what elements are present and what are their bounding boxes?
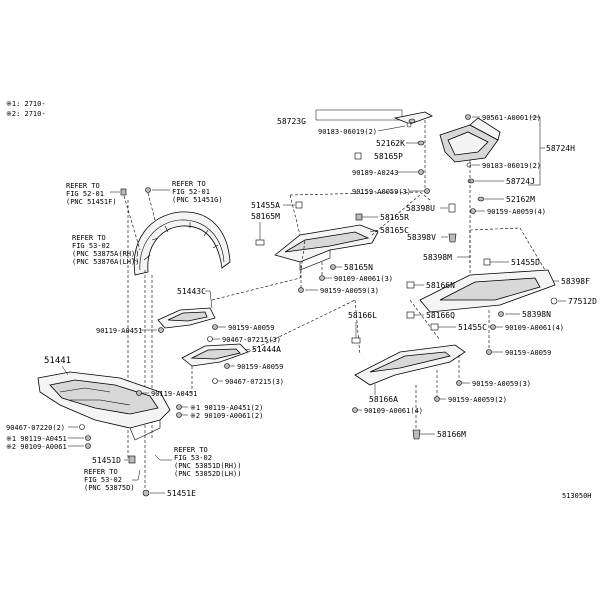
- label-90109-a0061-4-b[interactable]: 90109-A0061(4): [364, 407, 423, 415]
- label-52162k[interactable]: 52162K: [376, 139, 405, 148]
- label-58165p[interactable]: 58165P: [374, 152, 403, 161]
- label-90561-a0001-2[interactable]: 90561-A0001(2): [482, 114, 541, 122]
- label-51441[interactable]: 51441: [44, 356, 71, 366]
- label-58398f[interactable]: 58398F: [561, 277, 590, 286]
- catalog-code: 513050H: [562, 492, 592, 500]
- label-90159-a0059-3-b[interactable]: 90159-A0059(3): [320, 287, 379, 295]
- label-58398u[interactable]: 58398U: [406, 204, 435, 213]
- label-58398n[interactable]: 58398N: [522, 310, 551, 319]
- part-51444a-panel: [181, 343, 249, 367]
- part-51441-under-cover: [37, 371, 171, 441]
- label-58165n[interactable]: 58165N: [344, 263, 373, 272]
- label-90159-a0059-3-a[interactable]: 90159-A0059(3): [352, 188, 411, 196]
- part-fender-liner: [133, 211, 231, 276]
- ref1-line2[interactable]: FIG 52-01: [66, 190, 104, 198]
- label-58165c[interactable]: 58165C: [380, 226, 409, 235]
- label-58166l[interactable]: 58166L: [348, 311, 377, 320]
- label-51455c[interactable]: 51455C: [458, 323, 487, 332]
- ref4-line1[interactable]: REFER TO: [174, 446, 208, 454]
- label-90159-a0059-2[interactable]: 90159-A0059(2): [448, 396, 507, 404]
- label-51451d[interactable]: 51451D: [92, 456, 121, 465]
- label-90189-a0243[interactable]: 90189-A0243: [352, 169, 398, 177]
- legend-line-2: ※2: 2710-: [6, 110, 46, 118]
- ref4-line3[interactable]: (PNC 53851D(RH)): [174, 462, 241, 470]
- label-58398v[interactable]: 58398V: [407, 233, 436, 242]
- label-90159-a0059-a[interactable]: 90159-A0059: [505, 349, 551, 357]
- label-77512d[interactable]: 77512D: [568, 297, 597, 306]
- part-58723g-bracket: [315, 109, 433, 125]
- label-90183-06019-2-a[interactable]: 90183-06019(2): [318, 128, 377, 136]
- label-51455d[interactable]: 51455D: [511, 258, 540, 267]
- ref1-line1[interactable]: REFER TO: [66, 182, 100, 190]
- ref5-line1[interactable]: REFER TO: [84, 468, 118, 476]
- label-90119-a0451-a[interactable]: 90119-A0451: [96, 327, 142, 335]
- ref3-line3[interactable]: (PNC 53875A(RH)): [72, 250, 139, 258]
- label-90183-06019-2-b[interactable]: 90183-06019(2): [482, 162, 541, 170]
- ref3-line2[interactable]: FIG 53-02: [72, 242, 110, 250]
- part-51443c-panel: [157, 307, 216, 329]
- label-90467-07220-2[interactable]: 90467-07220(2): [6, 424, 65, 432]
- ref3-line4[interactable]: (PNC 53876A(LH)): [72, 258, 139, 266]
- ref5-line3[interactable]: (PNC 53875D): [84, 484, 135, 492]
- part-58165c-panel: [274, 224, 379, 271]
- label-51444a[interactable]: 51444A: [252, 345, 281, 354]
- label-90109-a0061-2[interactable]: ※2 90109-A0061(2): [190, 412, 263, 420]
- label-58723g[interactable]: 58723G: [277, 117, 306, 126]
- label-51443c[interactable]: 51443C: [177, 287, 206, 296]
- ref4-line4[interactable]: (PNC 53852D(LH)): [174, 470, 241, 478]
- ref2-line1[interactable]: REFER TO: [172, 180, 206, 188]
- ref2-line2[interactable]: FIG 52-01: [172, 188, 210, 196]
- label-58166m[interactable]: 58166M: [437, 430, 466, 439]
- label-58166n[interactable]: 58166N: [426, 281, 455, 290]
- part-58166a-panel: [354, 344, 466, 386]
- ref3-line1[interactable]: REFER TO: [72, 234, 106, 242]
- label-90159-a0059-b[interactable]: 90159-A0059: [228, 324, 274, 332]
- label-58724h[interactable]: 58724H: [546, 144, 575, 153]
- label-90159-a0059-3-c[interactable]: 90159-A0059(3): [472, 380, 531, 388]
- ref5-line2[interactable]: FIG 53-02: [84, 476, 122, 484]
- label-51455a[interactable]: 51455A: [251, 201, 280, 210]
- label-58166a[interactable]: 58166A: [369, 395, 398, 404]
- label-90109-a0061-3[interactable]: 90109-A0061(3): [334, 275, 393, 283]
- ref2-line3[interactable]: (PNC 51451G): [172, 196, 223, 204]
- label-58165r[interactable]: 58165R: [380, 213, 409, 222]
- label-58166q[interactable]: 58166Q: [426, 311, 455, 320]
- label-90159-a0059-c[interactable]: 90159-A0059: [237, 363, 283, 371]
- label-90159-a0059-4[interactable]: 90159-A0059(4): [487, 208, 546, 216]
- label-90109-a0061-4-a[interactable]: 90109-A0061(4): [505, 324, 564, 332]
- label-90109-a0061-c[interactable]: ※2 90109-A0061: [6, 443, 67, 451]
- label-90119-a0451-c[interactable]: ※1 90119-A0451: [6, 435, 67, 443]
- part-58398f-panel: [419, 269, 556, 313]
- part-58724h-bracket: [439, 117, 501, 163]
- label-90467-07215-3-a[interactable]: 90467-07215(3): [222, 336, 281, 344]
- legend-line-1: ※1: 2710-: [6, 100, 46, 108]
- label-90119-a0451-2[interactable]: ※1 90119-A0451(2): [190, 404, 263, 412]
- label-90119-a0451-b[interactable]: 90119-A0451: [151, 390, 197, 398]
- label-58165m[interactable]: 58165M: [251, 212, 280, 221]
- ref1-line3[interactable]: (PNC 51451F): [66, 198, 117, 206]
- label-52162m[interactable]: 52162M: [506, 195, 535, 204]
- label-51451e[interactable]: 51451E: [167, 489, 196, 498]
- label-58398m[interactable]: 58398M: [423, 253, 452, 262]
- label-90467-07215-3-b[interactable]: 90467-07215(3): [225, 378, 284, 386]
- label-58724j[interactable]: 58724J: [506, 177, 535, 186]
- ref4-line2[interactable]: FIG 53-02: [174, 454, 212, 462]
